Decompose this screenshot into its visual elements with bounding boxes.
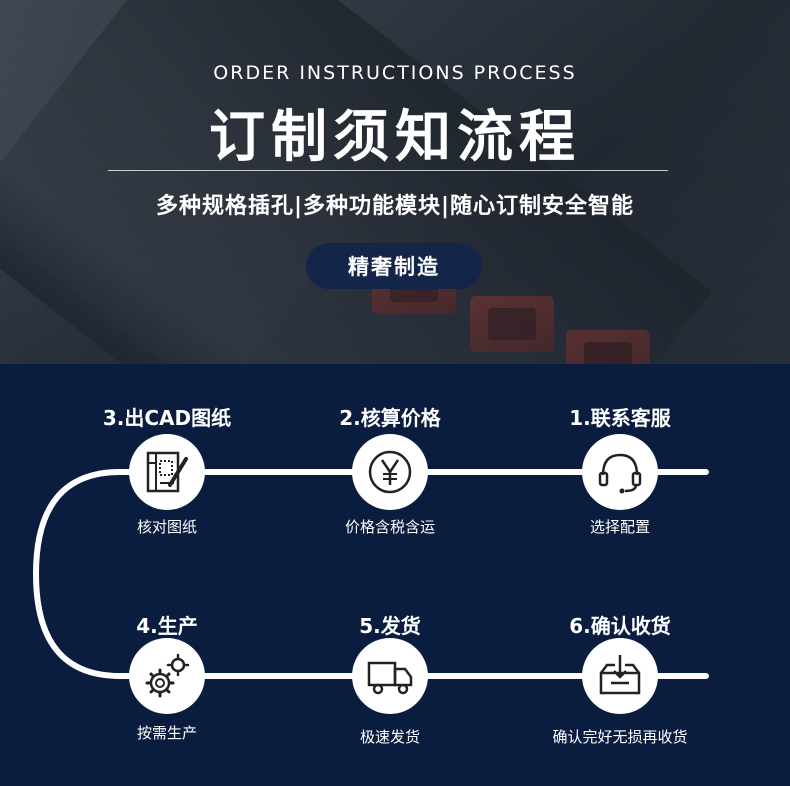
step-4-desc: 按需生产 xyxy=(136,724,197,742)
hero-banner: ORDER INSTRUCTIONS PROCESS 订制须知流程 多种规格插孔… xyxy=(0,0,790,364)
step-3-node xyxy=(129,434,205,510)
headset-icon xyxy=(598,453,642,494)
gears-icon xyxy=(145,653,190,698)
step-3-desc: 核对图纸 xyxy=(136,518,197,536)
step-5-title: 5.发货 xyxy=(359,614,421,638)
step-2-title: 2.核算价格 xyxy=(339,406,441,430)
yen-icon xyxy=(368,450,412,494)
step-3-title: 3.出CAD图纸 xyxy=(102,406,232,430)
step-5-node xyxy=(352,638,428,714)
truck-icon xyxy=(367,661,413,695)
subtitle-english: ORDER INSTRUCTIONS PROCESS xyxy=(213,62,577,84)
step-6-node xyxy=(582,638,658,714)
page-title: 订制须知流程 xyxy=(209,105,581,170)
hero-shade xyxy=(0,0,790,364)
title-divider xyxy=(108,170,668,171)
blueprint-icon xyxy=(146,451,188,493)
step-4-title: 4.生产 xyxy=(136,614,198,638)
step-1-node xyxy=(582,434,658,510)
step-1-title: 1.联系客服 xyxy=(569,406,671,430)
step-4-node xyxy=(129,638,205,714)
step-2-node xyxy=(352,434,428,510)
box-icon xyxy=(599,655,641,695)
step-1-desc: 选择配置 xyxy=(589,518,650,536)
badge-pill: 精奢制造 xyxy=(306,243,482,289)
step-6-desc: 确认完好无损再收货 xyxy=(552,728,688,746)
step-2-desc: 价格含税含运 xyxy=(344,518,435,536)
feature-tagline: 多种规格插孔|多种功能模块|随心订制安全智能 xyxy=(155,194,635,219)
step-5-desc: 极速发货 xyxy=(359,728,420,746)
process-section: 3.出CAD图纸 核对图纸 2.核算价格 价格含税含运 1.联系客服 xyxy=(0,364,790,786)
process-connector-lines xyxy=(32,469,709,679)
step-6-title: 6.确认收货 xyxy=(569,614,671,638)
